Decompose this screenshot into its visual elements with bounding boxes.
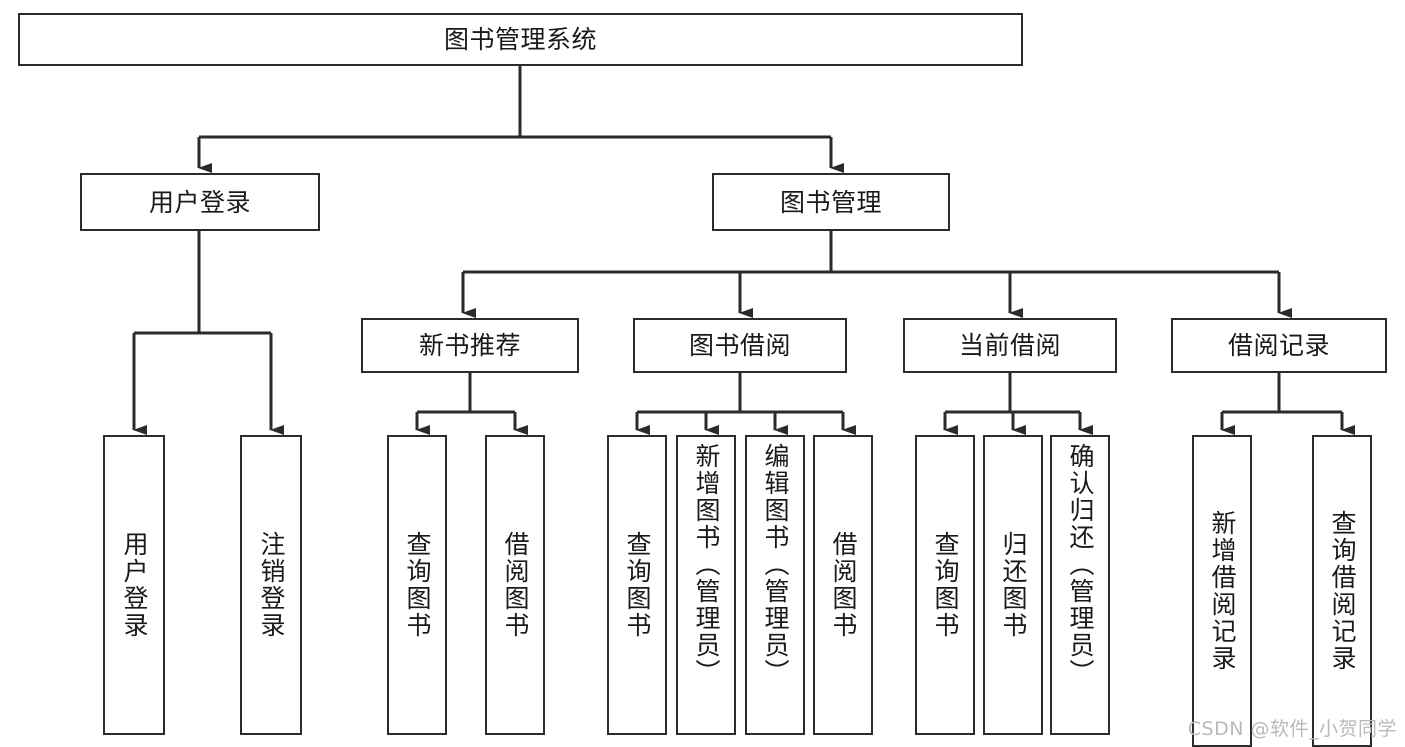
node-borrow-records-label: 借阅记录 bbox=[1227, 331, 1330, 360]
leaf-query-book-current[interactable]: 查询图书 bbox=[915, 435, 975, 735]
node-root-label: 图书管理系统 bbox=[443, 25, 597, 54]
leaf-add-book-admin[interactable]: 新增图书（管理员） bbox=[676, 435, 736, 735]
node-book-management[interactable]: 图书管理 bbox=[712, 173, 950, 231]
node-root[interactable]: 图书管理系统 bbox=[18, 13, 1023, 66]
node-book-borrow[interactable]: 图书借阅 bbox=[633, 318, 847, 373]
leaf-borrow-book-newbook[interactable]: 借阅图书 bbox=[485, 435, 545, 735]
leaf-query-book-newbook-label: 查询图书 bbox=[403, 531, 432, 639]
leaf-query-book-borrow-label: 查询图书 bbox=[623, 531, 652, 639]
node-new-book-recommend-label: 新书推荐 bbox=[418, 331, 521, 360]
node-current-borrow-label: 当前借阅 bbox=[958, 331, 1061, 360]
leaf-lend-book-label: 借阅图书 bbox=[829, 531, 858, 639]
leaf-logout-label: 注销登录 bbox=[257, 531, 286, 639]
node-user-login[interactable]: 用户登录 bbox=[80, 173, 320, 231]
leaf-query-borrow-record-label: 查询借阅记录 bbox=[1328, 510, 1357, 672]
leaf-query-book-newbook[interactable]: 查询图书 bbox=[387, 435, 447, 735]
leaf-confirm-return-admin-label: 确认归还（管理员） bbox=[1066, 443, 1095, 686]
leaf-lend-book[interactable]: 借阅图书 bbox=[813, 435, 873, 735]
leaf-edit-book-admin-label: 编辑图书（管理员） bbox=[761, 443, 790, 686]
leaf-return-book[interactable]: 归还图书 bbox=[983, 435, 1043, 735]
leaf-user-login[interactable]: 用户登录 bbox=[103, 435, 165, 735]
leaf-add-book-admin-label: 新增图书（管理员） bbox=[692, 443, 721, 686]
node-borrow-records[interactable]: 借阅记录 bbox=[1171, 318, 1387, 373]
leaf-confirm-return-admin[interactable]: 确认归还（管理员） bbox=[1050, 435, 1110, 735]
leaf-query-book-borrow[interactable]: 查询图书 bbox=[607, 435, 667, 735]
leaf-query-borrow-record[interactable]: 查询借阅记录 bbox=[1312, 435, 1372, 747]
node-book-management-label: 图书管理 bbox=[779, 187, 882, 217]
leaf-user-login-label: 用户登录 bbox=[120, 531, 149, 639]
leaf-add-borrow-record[interactable]: 新增借阅记录 bbox=[1192, 435, 1252, 747]
node-new-book-recommend[interactable]: 新书推荐 bbox=[361, 318, 579, 373]
node-current-borrow[interactable]: 当前借阅 bbox=[903, 318, 1117, 373]
leaf-add-borrow-record-label: 新增借阅记录 bbox=[1208, 510, 1237, 672]
watermark: CSDN @软件_小贺同学 bbox=[1187, 718, 1397, 740]
leaf-borrow-book-newbook-label: 借阅图书 bbox=[501, 531, 530, 639]
leaf-return-book-label: 归还图书 bbox=[999, 531, 1028, 639]
node-user-login-label: 用户登录 bbox=[148, 187, 251, 217]
node-book-borrow-label: 图书借阅 bbox=[688, 331, 791, 360]
leaf-logout[interactable]: 注销登录 bbox=[240, 435, 302, 735]
leaf-edit-book-admin[interactable]: 编辑图书（管理员） bbox=[745, 435, 805, 735]
leaf-query-book-current-label: 查询图书 bbox=[931, 531, 960, 639]
